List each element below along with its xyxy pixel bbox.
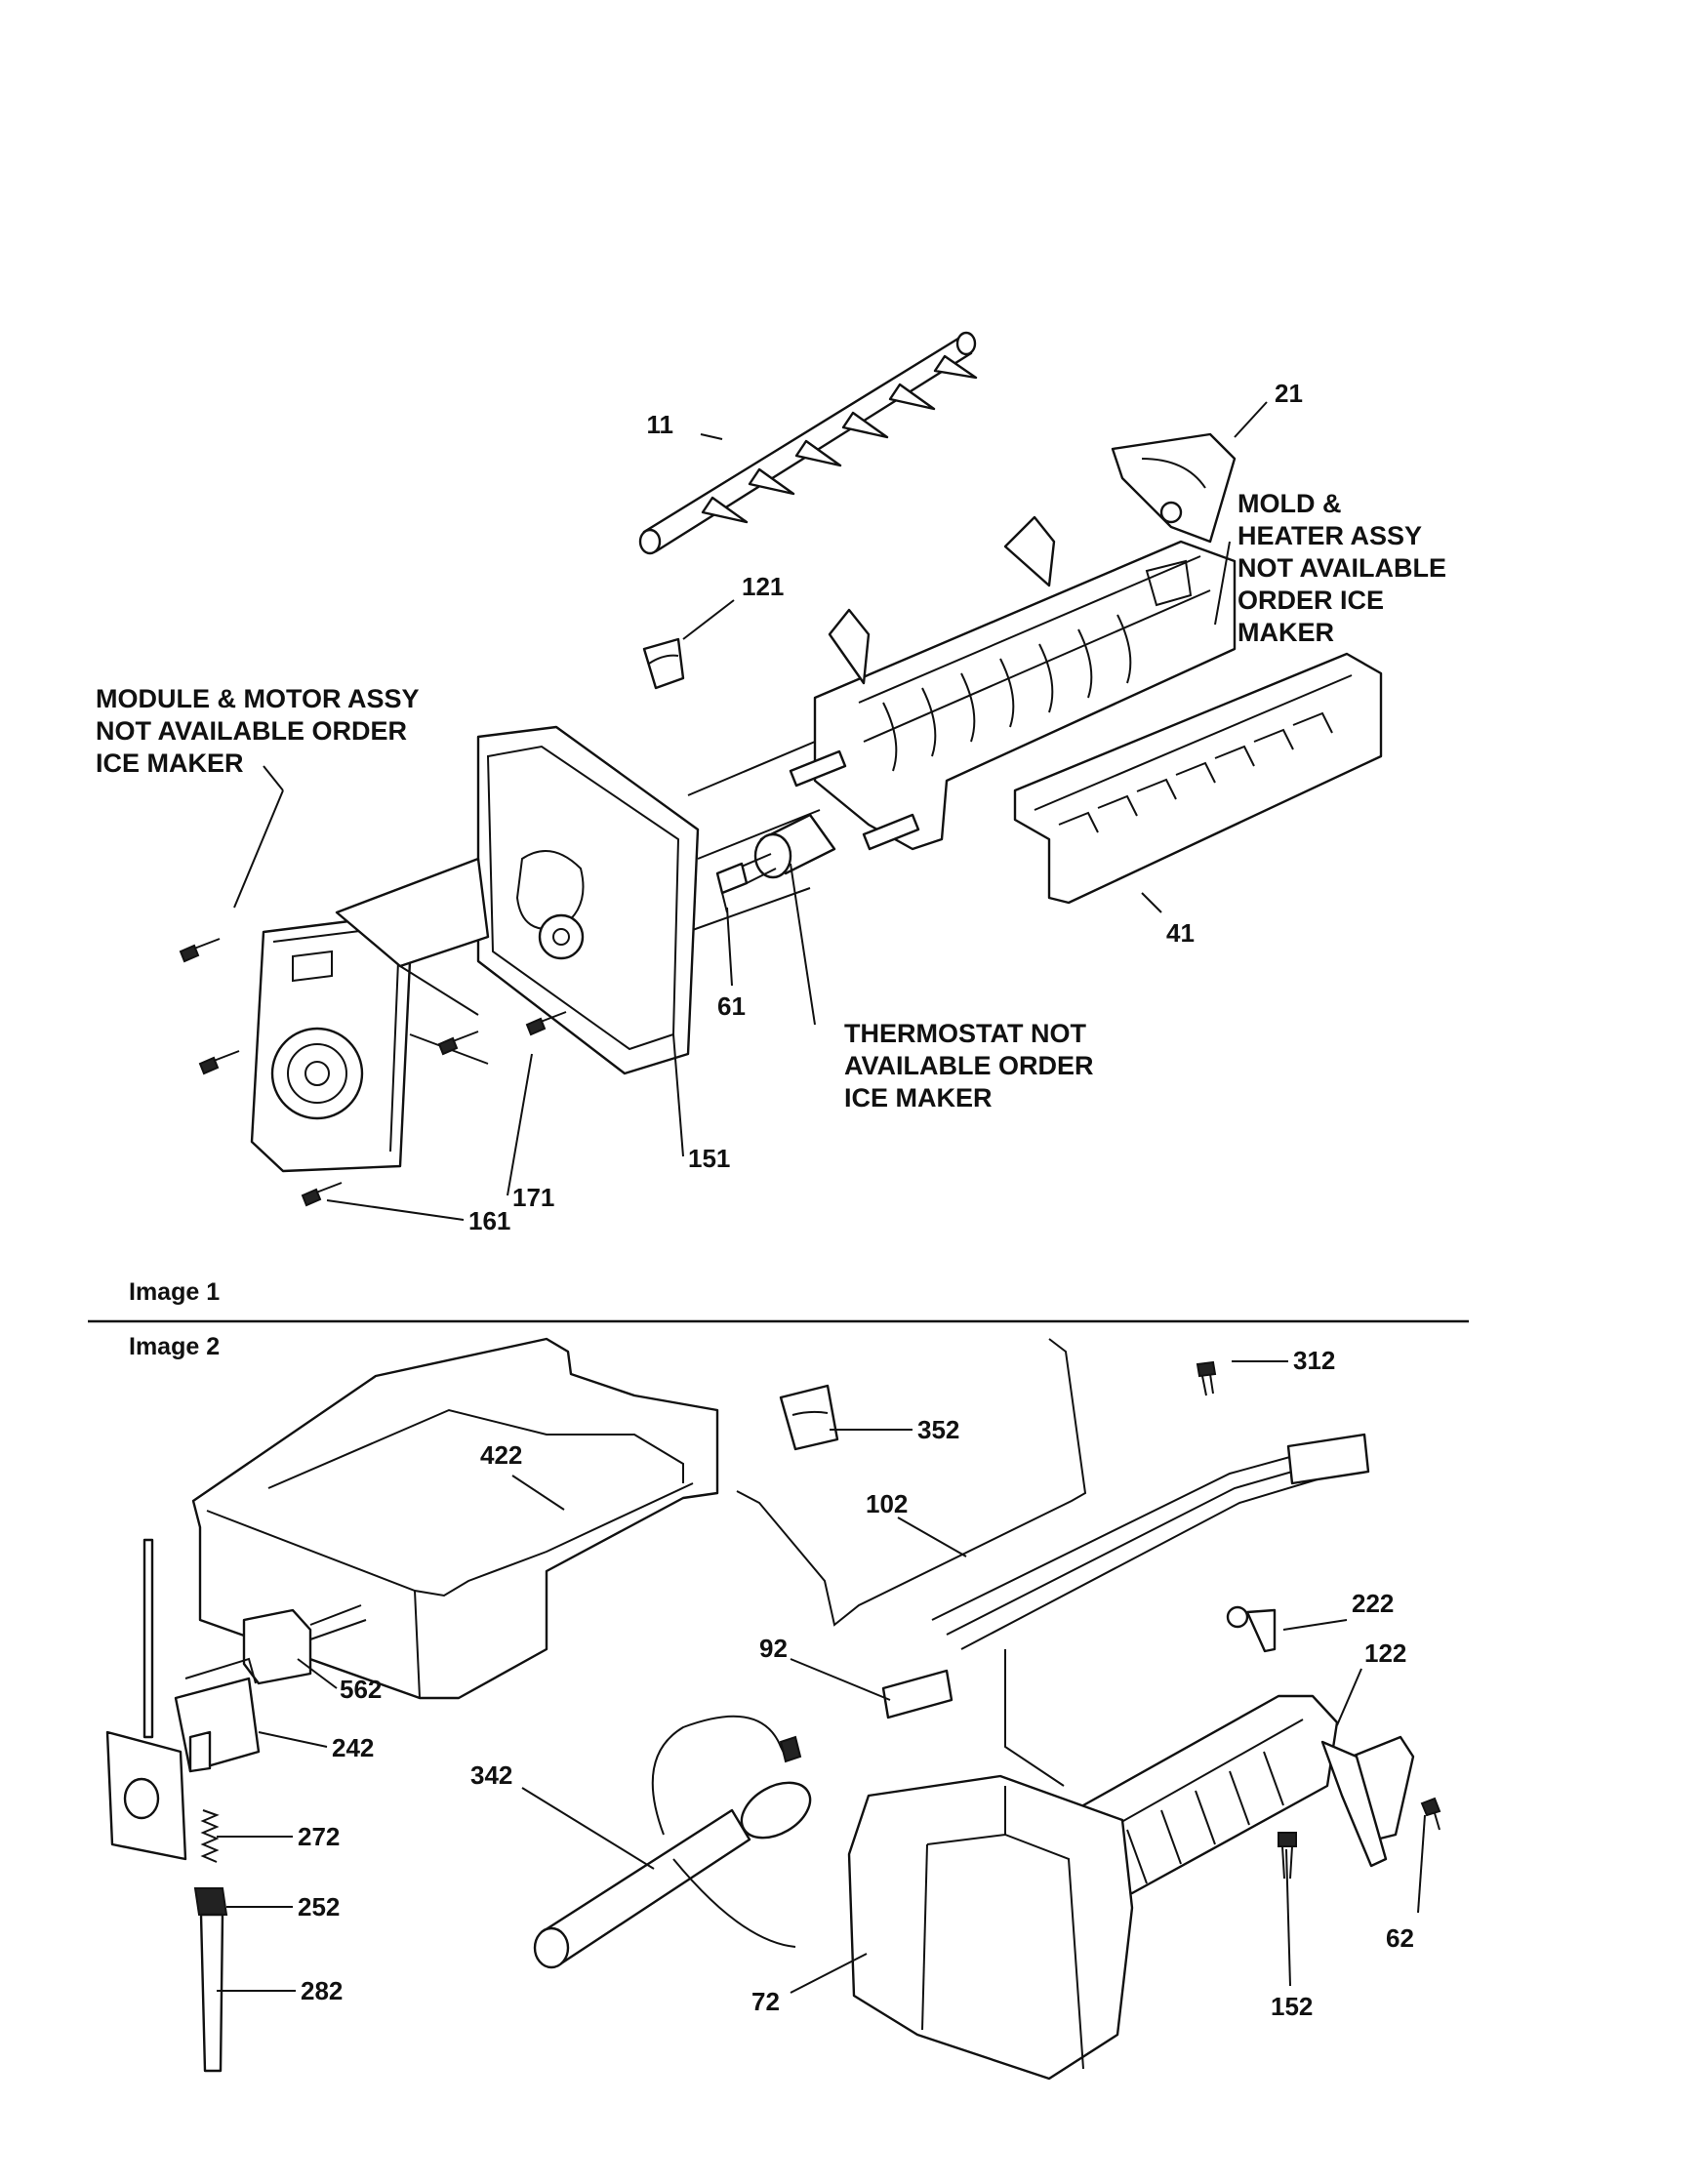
callout-41: 41 <box>1166 918 1195 948</box>
ice-bin-422-part <box>191 1337 719 1700</box>
wire-harness-92-part <box>881 1433 1370 1787</box>
pins-part <box>789 749 920 851</box>
water-valve-242-part <box>105 1538 261 1861</box>
screw-171-part <box>437 1011 567 1056</box>
svg-text:ORDER ICE: ORDER ICE <box>1237 586 1384 615</box>
nut-252-part <box>193 1887 228 1916</box>
terminal-61-part <box>715 862 749 913</box>
image-2-section: Image 2 <box>105 1333 1441 2081</box>
svg-text:MODULE & MOTOR ASSY: MODULE & MOTOR ASSY <box>96 684 420 713</box>
callout-222: 222 <box>1352 1589 1394 1618</box>
callout-252: 252 <box>298 1892 340 1921</box>
image-1-leader-lines <box>233 401 1268 1221</box>
screw-312-part <box>1196 1360 1217 1396</box>
spring-272-part <box>200 1809 220 1863</box>
ice-maker-frame-122-part <box>1081 1694 1415 1895</box>
ejector-shaft-part <box>638 331 978 555</box>
screw-152-part <box>1278 1832 1297 1880</box>
svg-text:ICE MAKER: ICE MAKER <box>96 748 244 778</box>
callout-342: 342 <box>470 1760 512 1790</box>
callout-61: 61 <box>717 991 746 1021</box>
image-1-caption: Image 1 <box>129 1278 220 1306</box>
callout-72: 72 <box>751 1987 780 2016</box>
screw-161-part <box>179 938 343 1207</box>
callout-21: 21 <box>1275 379 1303 408</box>
valve-coil-562-part <box>242 1604 367 1685</box>
mold-heater-assembly <box>813 515 1237 851</box>
callout-272: 272 <box>298 1822 340 1851</box>
image-2-caption: Image 2 <box>129 1333 220 1360</box>
shield-41-part <box>1013 652 1383 905</box>
callout-171: 171 <box>512 1183 554 1212</box>
callout-102: 102 <box>866 1489 908 1518</box>
callout-312: 312 <box>1293 1346 1335 1375</box>
fill-heater-102-part <box>736 1338 1087 1627</box>
clip-121-part <box>642 637 685 690</box>
callout-562: 562 <box>340 1675 382 1704</box>
svg-text:HEATER ASSY: HEATER ASSY <box>1237 521 1422 550</box>
screw-62-part <box>1420 1797 1441 1831</box>
svg-text:MOLD &: MOLD & <box>1237 489 1341 518</box>
callout-152: 152 <box>1271 1992 1313 2021</box>
svg-text:ICE MAKER: ICE MAKER <box>844 1083 993 1112</box>
svg-text:MAKER: MAKER <box>1237 618 1334 647</box>
tube-282-part <box>199 1913 224 2073</box>
thermostat-note: THERMOSTAT NOT AVAILABLE ORDER ICE MAKER <box>844 1019 1094 1112</box>
svg-text:NOT AVAILABLE: NOT AVAILABLE <box>1237 553 1446 583</box>
callout-151: 151 <box>688 1144 730 1173</box>
image-2-leader-lines <box>217 1360 1426 1994</box>
image-2-callouts: 312 352 422 102 222 122 92 562 242 342 2… <box>298 1346 1414 2021</box>
callout-242: 242 <box>332 1733 374 1762</box>
svg-text:THERMOSTAT NOT: THERMOSTAT NOT <box>844 1019 1086 1048</box>
callout-121: 121 <box>742 572 784 601</box>
callout-122: 122 <box>1364 1638 1406 1668</box>
fill-tube-342-part <box>533 1715 812 1969</box>
callout-92: 92 <box>759 1634 788 1663</box>
callout-11: 11 <box>647 410 674 439</box>
callout-282: 282 <box>301 1976 343 2005</box>
mold-heater-note: MOLD & HEATER ASSY NOT AVAILABLE ORDER I… <box>1237 489 1446 647</box>
callout-161: 161 <box>468 1206 510 1235</box>
svg-text:NOT AVAILABLE ORDER: NOT AVAILABLE ORDER <box>96 716 407 746</box>
cover-72-part <box>847 1774 1134 2081</box>
fill-cup-part <box>1111 432 1237 544</box>
image-1-callouts: 11 21 121 41 61 151 161 171 <box>468 379 1303 1235</box>
module-motor-assembly <box>250 725 700 1173</box>
callout-422: 422 <box>480 1440 522 1470</box>
callout-62: 62 <box>1386 1923 1414 1953</box>
callout-352: 352 <box>917 1415 959 1444</box>
bracket-222-part <box>1226 1605 1277 1653</box>
svg-text:AVAILABLE ORDER: AVAILABLE ORDER <box>844 1051 1094 1080</box>
thermostat-part <box>736 813 836 884</box>
clip-352-part <box>779 1384 839 1451</box>
image-1-section: 11 21 121 41 61 151 161 171 MODULE & MOT… <box>96 331 1446 1306</box>
module-motor-note: MODULE & MOTOR ASSY NOT AVAILABLE ORDER … <box>96 684 420 778</box>
